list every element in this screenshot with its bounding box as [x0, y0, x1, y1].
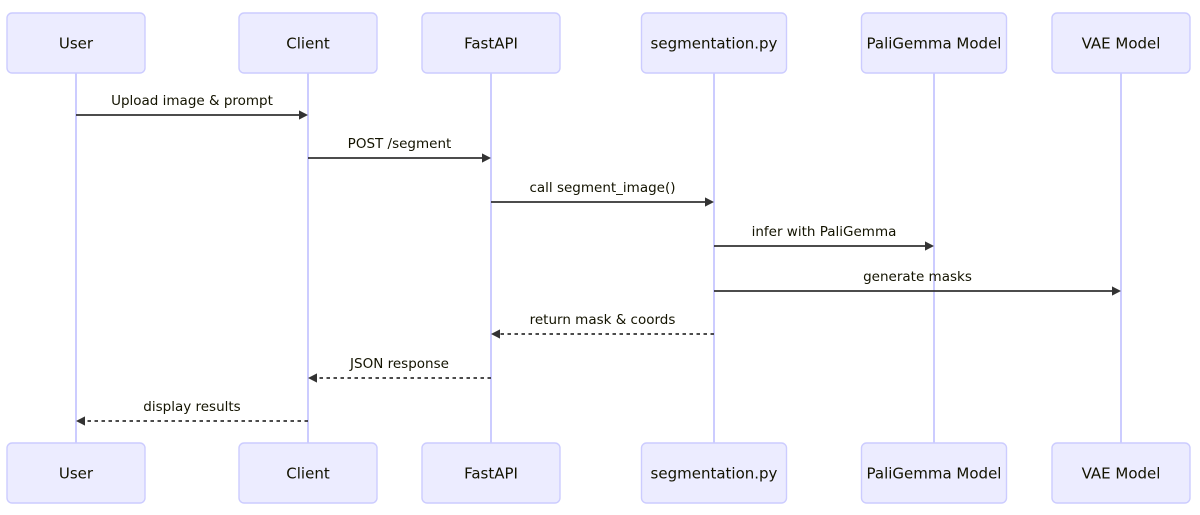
message-8-client-to-user: display results [76, 399, 308, 426]
actor-label: User [59, 35, 94, 53]
actor-box-rect [6, 442, 146, 504]
actor-box-rect [6, 12, 146, 74]
actor-label: segmentation.py [651, 35, 778, 53]
bottom-actor-boxes: User Client FastAPI segmentation.py PaliGemm… [6, 442, 1191, 504]
message-label: display results [143, 399, 240, 415]
actor-bottom-vae[interactable]: VAE Model [1051, 442, 1191, 504]
message-5-seg-to-vae: generate masks [714, 269, 1121, 296]
arrowhead-icon [1112, 286, 1121, 296]
actor-top-user[interactable]: User [6, 12, 146, 74]
actor-top-seg[interactable]: segmentation.py [640, 12, 788, 74]
actor-label: Client [286, 35, 330, 53]
actor-label: PaliGemma Model [867, 465, 1002, 483]
actor-bottom-api[interactable]: FastAPI [421, 442, 561, 504]
actor-box-rect [421, 12, 561, 74]
message-3-api-to-seg: call segment_image() [491, 180, 714, 207]
arrowhead-icon [76, 416, 85, 426]
message-1-user-to-client: Upload image & prompt [76, 93, 308, 120]
actor-box-rect [640, 442, 788, 504]
actor-bottom-pali[interactable]: PaliGemma Model [860, 442, 1008, 504]
message-7-api-to-client: JSON response [308, 356, 491, 383]
message-2-client-to-api: POST /segment [308, 136, 491, 163]
actor-box-rect [1051, 442, 1191, 504]
message-label: call segment_image() [529, 180, 675, 196]
arrowhead-icon [308, 373, 317, 383]
actor-label: PaliGemma Model [867, 35, 1002, 53]
actor-label: Client [286, 465, 330, 483]
actor-top-api[interactable]: FastAPI [421, 12, 561, 74]
arrowhead-icon [299, 110, 308, 120]
message-label: Upload image & prompt [111, 93, 273, 109]
actor-label: VAE Model [1082, 35, 1161, 53]
actor-box-rect [860, 442, 1008, 504]
actor-top-client[interactable]: Client [238, 12, 378, 74]
actor-label: FastAPI [464, 35, 518, 53]
actor-box-rect [238, 442, 378, 504]
actor-box-rect [238, 12, 378, 74]
message-4-seg-to-pali: infer with PaliGemma [714, 224, 934, 251]
message-label: JSON response [349, 356, 449, 372]
actor-bottom-client[interactable]: Client [238, 442, 378, 504]
actor-box-rect [421, 442, 561, 504]
arrowhead-icon [705, 197, 714, 207]
actor-bottom-seg[interactable]: segmentation.py [640, 442, 788, 504]
actor-box-rect [640, 12, 788, 74]
arrowhead-icon [482, 153, 491, 163]
message-label: POST /segment [348, 136, 452, 152]
top-actor-boxes: User Client FastAPI segmentation.py PaliGemm… [6, 12, 1191, 74]
message-6-seg-to-api: return mask & coords [491, 312, 714, 339]
message-label: return mask & coords [530, 312, 676, 328]
actor-top-pali[interactable]: PaliGemma Model [860, 12, 1008, 74]
actor-label: User [59, 465, 94, 483]
actor-label: FastAPI [464, 465, 518, 483]
actor-bottom-user[interactable]: User [6, 442, 146, 504]
message-label: infer with PaliGemma [752, 224, 897, 240]
actor-top-vae[interactable]: VAE Model [1051, 12, 1191, 74]
message-label: generate masks [863, 269, 972, 285]
actor-label: segmentation.py [651, 465, 778, 483]
arrowhead-icon [925, 241, 934, 251]
arrowhead-icon [491, 329, 500, 339]
actor-label: VAE Model [1082, 465, 1161, 483]
actor-box-rect [1051, 12, 1191, 74]
lifelines-group [75, 73, 1122, 443]
actor-box-rect [860, 12, 1008, 74]
